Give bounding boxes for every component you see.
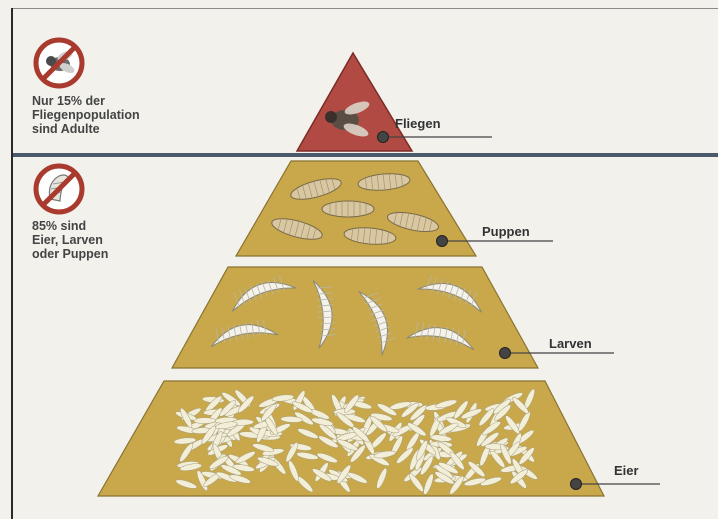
label-larven: Larven <box>549 336 592 351</box>
label-puppen: Puppen <box>482 224 530 239</box>
tier-larvae <box>172 267 538 368</box>
label-eier: Eier <box>614 463 639 478</box>
tier-adult-flies <box>297 53 412 151</box>
egg <box>194 418 216 424</box>
label-fliegen: Fliegen <box>395 116 441 131</box>
pupa <box>322 201 374 217</box>
